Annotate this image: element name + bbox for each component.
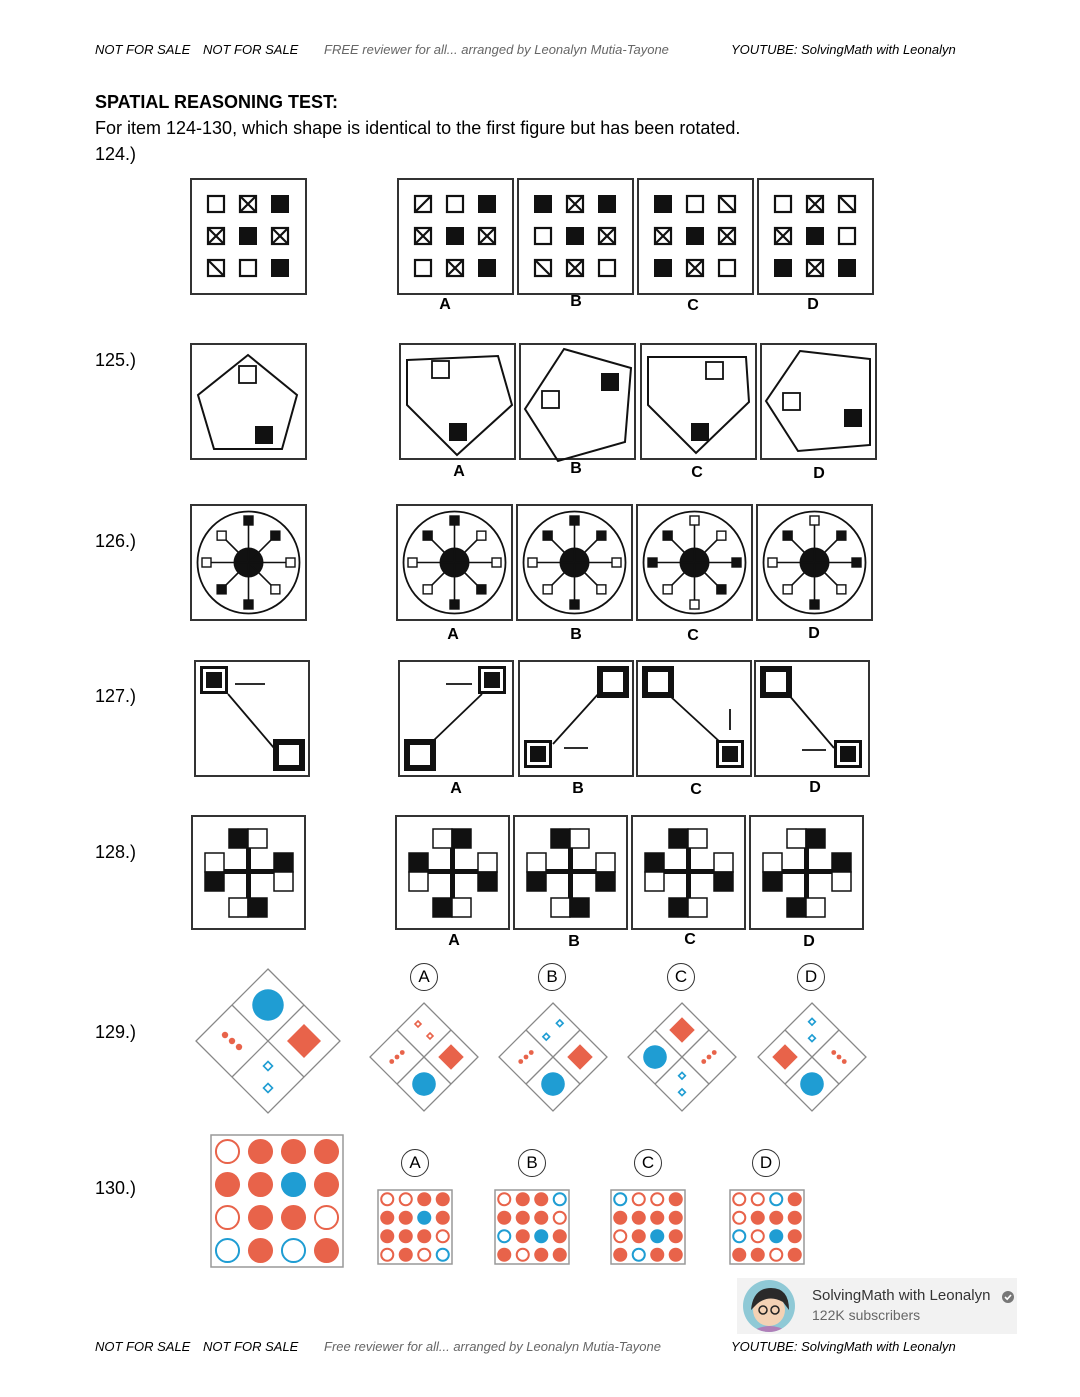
choice-circle-129-d: D	[797, 963, 825, 991]
fig-125-original	[190, 343, 307, 460]
choice-label-126-a: A	[447, 626, 459, 643]
test-instruction: For item 124-130, which shape is identic…	[95, 118, 741, 138]
fig-128-c	[631, 815, 746, 930]
choice-label-128-a: A	[448, 932, 460, 949]
choice-label-124-a: A	[439, 296, 451, 313]
choice-label-124-d: D	[807, 296, 819, 313]
choice-label-127-a: A	[450, 780, 462, 797]
fig-128-d	[749, 815, 864, 930]
fig-127-original	[194, 660, 310, 777]
fig-127-d	[754, 660, 870, 777]
fig-129-d	[757, 1002, 867, 1112]
choice-label-124-b: B	[570, 293, 582, 310]
choice-circle-130-d: D	[752, 1149, 780, 1177]
item-number-130: 130.)	[95, 1178, 137, 1198]
choice-label-128-d: D	[803, 933, 815, 950]
fig-130-original	[210, 1134, 344, 1268]
channel-badge: SolvingMath with Leonalyn 122K subscribe…	[737, 1278, 1017, 1334]
fig-124-original	[190, 178, 307, 295]
footer-not-for-sale-2: NOT FOR SALE	[203, 1339, 299, 1354]
fig-124-c	[637, 178, 754, 295]
fig-125-b	[519, 343, 636, 463]
choice-circle-129-a: A	[410, 963, 438, 991]
fig-130-b	[494, 1189, 570, 1265]
choice-label-126-d: D	[808, 625, 820, 642]
fig-130-d	[729, 1189, 805, 1265]
fig-128-original	[191, 815, 306, 930]
fig-130-a	[377, 1189, 453, 1265]
test-title: SPATIAL REASONING TEST:	[95, 92, 339, 112]
channel-name: SolvingMath with Leonalyn	[812, 1287, 991, 1304]
fig-129-a	[369, 1002, 479, 1112]
fig-124-b	[517, 178, 634, 295]
avatar-icon	[751, 1288, 789, 1332]
choice-circle-129-b: B	[538, 963, 566, 991]
fig-127-c	[636, 660, 752, 777]
choice-label-125-c: C	[691, 464, 703, 481]
choice-label-127-c: C	[690, 781, 702, 798]
header-free-reviewer: FREE reviewer for all... arranged by Leo…	[324, 42, 669, 57]
footer-free-reviewer: Free reviewer for all... arranged by Leo…	[324, 1339, 661, 1354]
fig-126-b	[516, 504, 633, 621]
choice-label-127-d: D	[809, 779, 821, 796]
choice-label-125-b: B	[570, 460, 582, 477]
fig-125-c	[640, 343, 757, 460]
fig-124-d	[757, 178, 874, 295]
fig-125-a	[399, 343, 516, 460]
choice-circle-130-c: C	[634, 1149, 662, 1177]
fig-126-original	[190, 504, 307, 621]
check-circle-icon	[1002, 1291, 1014, 1303]
fig-126-c	[636, 504, 753, 621]
item-number-128: 128.)	[95, 842, 137, 862]
fig-128-a	[395, 815, 510, 930]
choice-label-128-c: C	[684, 931, 696, 948]
footer-youtube: YOUTUBE: SolvingMath with Leonalyn	[731, 1339, 956, 1354]
choice-circle-130-a: A	[401, 1149, 429, 1177]
item-number-129: 129.)	[95, 1022, 137, 1042]
choice-label-125-a: A	[453, 463, 465, 480]
fig-128-b	[513, 815, 628, 930]
item-number-125: 125.)	[95, 350, 137, 370]
fig-125-d	[760, 343, 877, 460]
item-number-127: 127.)	[95, 686, 137, 706]
footer-not-for-sale-1: NOT FOR SALE	[95, 1339, 191, 1354]
choice-label-128-b: B	[568, 933, 580, 950]
choice-label-126-c: C	[687, 627, 699, 644]
fig-129-c	[627, 1002, 737, 1112]
fig-126-a	[396, 504, 513, 621]
header-not-for-sale-1: NOT FOR SALE	[95, 42, 191, 57]
item-number-126: 126.)	[95, 531, 137, 551]
fig-127-a	[398, 660, 514, 777]
fig-129-b	[498, 1002, 608, 1112]
header-not-for-sale-2: NOT FOR SALE	[203, 42, 299, 57]
fig-126-d	[756, 504, 873, 621]
choice-label-126-b: B	[570, 626, 582, 643]
choice-circle-129-c: C	[667, 963, 695, 991]
choice-label-125-d: D	[813, 465, 825, 482]
fig-124-a	[397, 178, 514, 295]
fig-127-b	[518, 660, 634, 777]
fig-130-c	[610, 1189, 686, 1265]
channel-avatar	[743, 1280, 795, 1332]
item-number-124: 124.)	[95, 144, 137, 164]
choice-label-127-b: B	[572, 780, 584, 797]
channel-subscribers: 122K subscribers	[812, 1307, 921, 1323]
header-youtube: YOUTUBE: SolvingMath with Leonalyn	[731, 42, 956, 57]
choice-label-124-c: C	[687, 297, 699, 314]
choice-circle-130-b: B	[518, 1149, 546, 1177]
fig-129-original	[195, 968, 341, 1114]
